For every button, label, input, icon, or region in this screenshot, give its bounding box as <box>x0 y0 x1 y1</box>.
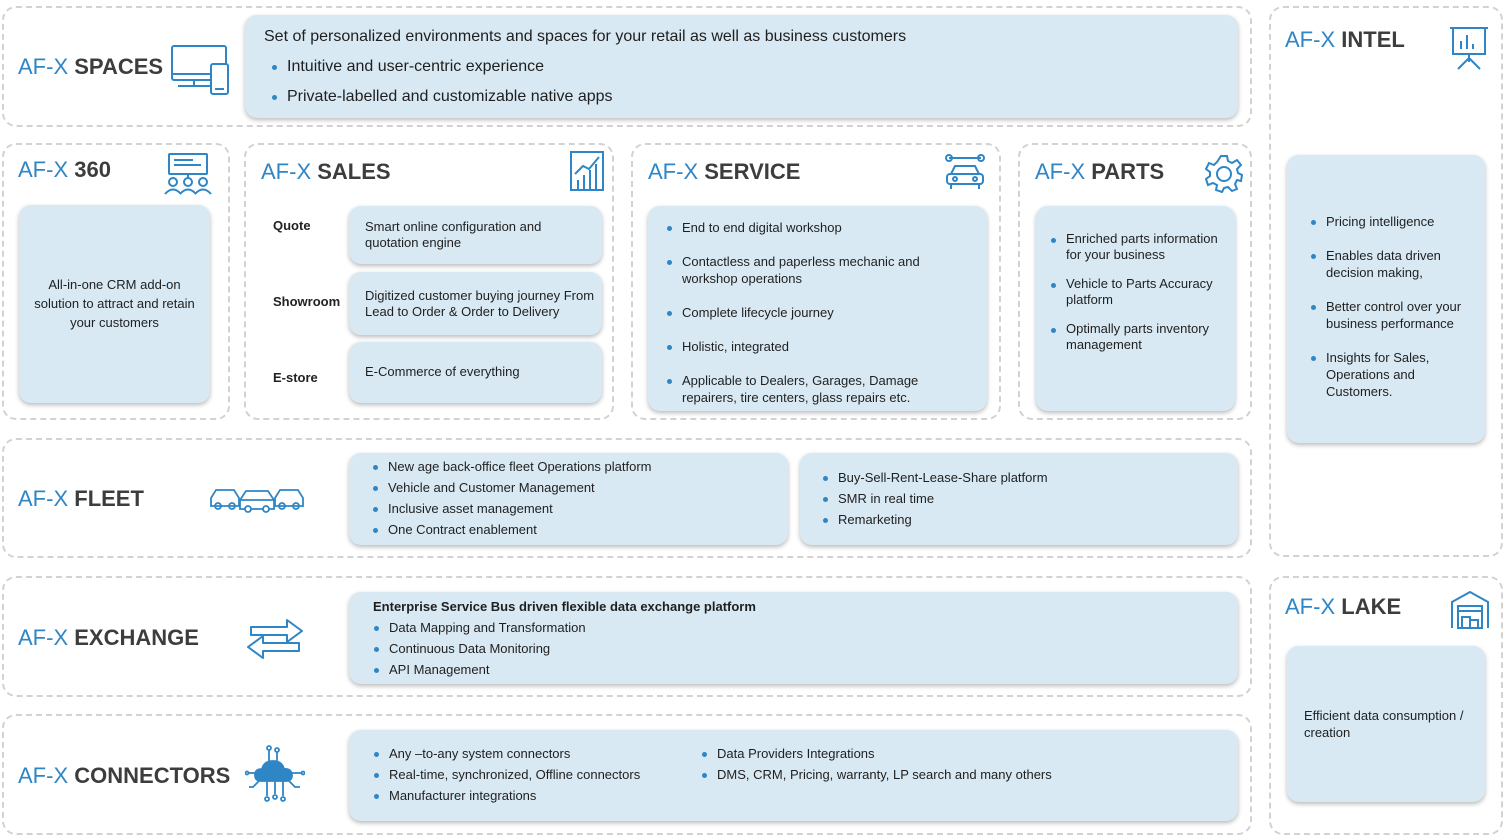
crm360-card: All-in-one CRM add-on solution to attrac… <box>19 205 210 403</box>
sales-row-label: Quote <box>273 218 311 233</box>
team-presentation-icon <box>163 152 213 196</box>
crm360-text: All-in-one CRM add-on solution to attrac… <box>34 277 195 330</box>
connectors-list-right: Data Providers Integrations DMS, CRM, Pr… <box>699 745 1219 783</box>
sales-row-card: E-Commerce of everything <box>349 342 602 403</box>
list-item: New age back-office fleet Operations pla… <box>370 458 780 475</box>
sales-title: AF-X SALES <box>261 159 391 184</box>
fleet-list-left: New age back-office fleet Operations pla… <box>370 458 780 538</box>
list-item: One Contract enablement <box>370 521 780 538</box>
list-item: API Management <box>371 661 1171 678</box>
spaces-title: AF-X SPACES <box>18 54 164 79</box>
list-item: Contactless and paperless mechanic and w… <box>664 253 964 287</box>
bar-chart-icon <box>569 150 605 192</box>
list-item: Data Providers Integrations <box>699 745 1219 762</box>
service-title: AF-X SERVICE <box>648 159 801 184</box>
sales-row-label: E-store <box>273 370 318 385</box>
list-item: Insights for Sales, Operations and Custo… <box>1308 349 1478 400</box>
spaces-card: Set of personalized environments and spa… <box>245 15 1238 118</box>
connectors-list-left: Any –to-any system connectors Real-time,… <box>371 745 691 804</box>
exchange-arrows-icon <box>245 614 305 660</box>
fleet-card-left: New age back-office fleet Operations pla… <box>349 453 788 545</box>
intel-card: Pricing intelligence Enables data driven… <box>1287 155 1485 443</box>
crm360-title: AF-X 360 <box>18 157 111 182</box>
list-item: SMR in real time <box>820 490 1230 507</box>
list-item: Enriched parts information for your busi… <box>1048 231 1228 263</box>
lake-text: Efficient data consumption / creation <box>1304 708 1464 740</box>
list-item: Inclusive asset management <box>370 500 780 517</box>
exchange-heading: Enterprise Service Bus driven flexible d… <box>373 599 756 614</box>
sales-row-card: Smart online configuration and quotation… <box>349 206 602 264</box>
exchange-title: AF-X EXCHANGE <box>18 625 199 650</box>
fleet-card-right: Buy-Sell-Rent-Lease-Share platform SMR i… <box>800 453 1238 545</box>
list-item: Remarketing <box>820 511 1230 528</box>
parts-title: AF-X PARTS <box>1035 159 1165 184</box>
list-item: Real-time, synchronized, Offline connect… <box>371 766 691 783</box>
list-item: Continuous Data Monitoring <box>371 640 1171 657</box>
intel-list: Pricing intelligence Enables data driven… <box>1308 213 1478 400</box>
warehouse-icon <box>1450 590 1490 630</box>
car-wrench-icon <box>943 152 987 192</box>
spaces-heading: Set of personalized environments and spa… <box>264 28 907 45</box>
list-item: Any –to-any system connectors <box>371 745 691 762</box>
intel-title: AF-X INTEL <box>1285 27 1405 52</box>
list-item: Data Mapping and Transformation <box>371 619 1171 636</box>
list-item: End to end digital workshop <box>664 219 964 236</box>
list-item: Manufacturer integrations <box>371 787 691 804</box>
lake-card: Efficient data consumption / creation <box>1287 646 1485 802</box>
fleet-list-right: Buy-Sell-Rent-Lease-Share platform SMR i… <box>820 469 1230 528</box>
list-item: Vehicle to Parts Accuracy platform <box>1048 276 1228 308</box>
presentation-board-icon <box>1448 25 1490 71</box>
list-item: Better control over your business perfor… <box>1308 298 1478 332</box>
service-list: End to end digital workshop Contactless … <box>664 219 964 406</box>
parts-card: Enriched parts information for your busi… <box>1036 206 1235 411</box>
cloud-circuit-icon <box>245 744 305 804</box>
connectors-card: Any –to-any system connectors Real-time,… <box>349 730 1238 821</box>
list-item: Pricing intelligence <box>1308 213 1478 230</box>
gear-icon <box>1204 153 1244 193</box>
exchange-card: Enterprise Service Bus driven flexible d… <box>349 592 1238 684</box>
list-item: Private-labelled and customizable native… <box>269 86 1169 108</box>
spaces-list: Intuitive and user-centric experience Pr… <box>269 56 1169 108</box>
list-item: Holistic, integrated <box>664 338 964 355</box>
connectors-title: AF-X CONNECTORS <box>18 763 231 788</box>
list-item: Enables data driven decision making, <box>1308 247 1478 281</box>
list-item: Optimally parts inventory management <box>1048 321 1228 353</box>
cars-icon <box>209 482 305 514</box>
list-item: Applicable to Dealers, Garages, Damage r… <box>664 372 964 406</box>
fleet-title: AF-X FLEET <box>18 486 144 511</box>
sales-row-card: Digitized customer buying journey From L… <box>349 272 602 335</box>
exchange-list: Data Mapping and Transformation Continuo… <box>371 619 1171 678</box>
list-item: Intuitive and user-centric experience <box>269 56 1169 78</box>
devices-icon <box>170 44 232 96</box>
sales-row-label: Showroom <box>273 294 341 309</box>
list-item: Buy-Sell-Rent-Lease-Share platform <box>820 469 1230 486</box>
list-item: DMS, CRM, Pricing, warranty, LP search a… <box>699 766 1219 783</box>
service-card: End to end digital workshop Contactless … <box>648 206 987 411</box>
lake-title: AF-X LAKE <box>1285 594 1402 619</box>
list-item: Vehicle and Customer Management <box>370 479 780 496</box>
list-item: Complete lifecycle journey <box>664 304 964 321</box>
parts-list: Enriched parts information for your busi… <box>1048 231 1228 353</box>
